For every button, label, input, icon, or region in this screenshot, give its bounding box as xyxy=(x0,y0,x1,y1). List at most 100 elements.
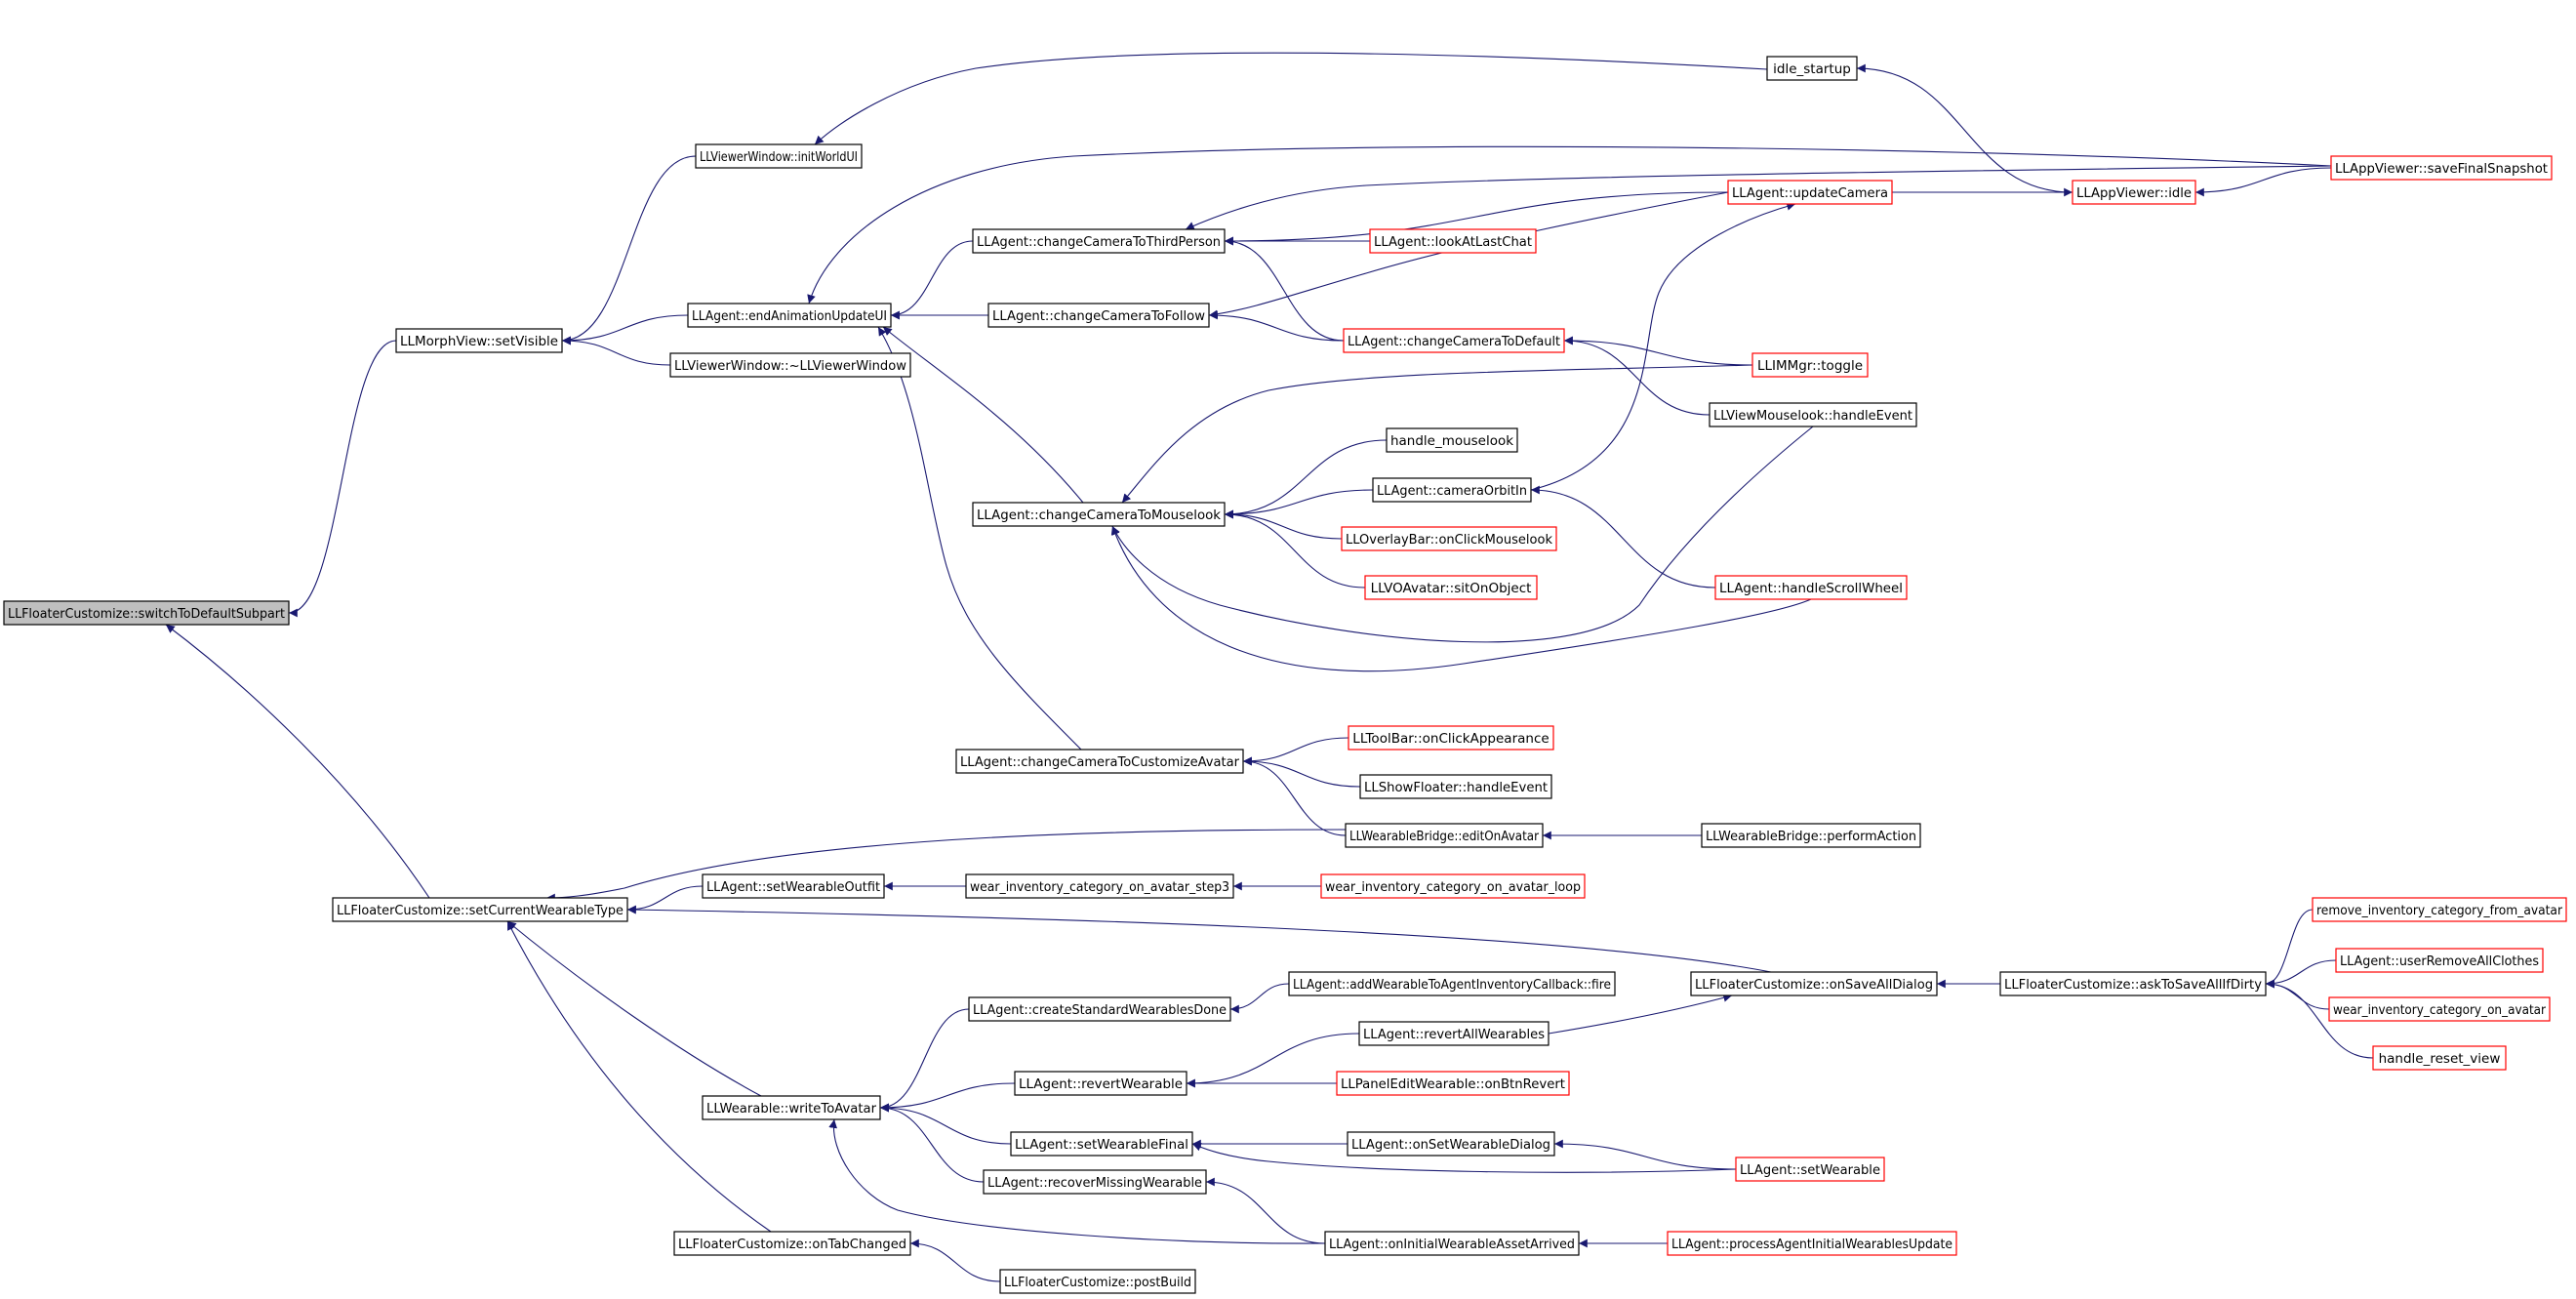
graph-node[interactable]: LLAgent::createStandardWearablesDone xyxy=(968,996,1231,1022)
graph-node[interactable]: LLAgent::lookAtLastChat xyxy=(1369,228,1537,254)
node-box[interactable] xyxy=(1727,180,1893,205)
graph-node[interactable]: wear_inventory_category_on_avatar_loop xyxy=(1320,873,1586,899)
graph-node[interactable]: handle_mouselook xyxy=(1386,427,1518,453)
graph-node[interactable]: LLWearableBridge::editOnAvatar xyxy=(1345,823,1544,848)
graph-node[interactable]: LLOverlayBar::onClickMouselook xyxy=(1341,526,1557,551)
node-box[interactable] xyxy=(1386,427,1518,453)
node-box[interactable] xyxy=(972,502,1226,527)
graph-node[interactable]: LLAgent::changeCameraToCustomizeAvatar xyxy=(955,749,1244,774)
graph-node[interactable]: LLAppViewer::saveFinalSnapshot xyxy=(2330,155,2553,181)
node-box[interactable] xyxy=(965,873,1234,899)
graph-node[interactable]: LLPanelEditWearable::onBtnRevert xyxy=(1336,1071,1570,1096)
node-box[interactable] xyxy=(1751,352,1869,378)
node-box[interactable] xyxy=(1999,971,2267,996)
graph-node[interactable]: LLFloaterCustomize::postBuild xyxy=(999,1269,1196,1294)
node-box[interactable] xyxy=(702,1095,881,1120)
graph-node[interactable]: LLAgent::onSetWearableDialog xyxy=(1347,1131,1555,1157)
node-box[interactable] xyxy=(1324,1231,1580,1256)
node-box[interactable] xyxy=(1359,774,1552,799)
graph-node[interactable]: LLAgent::changeCameraToFollow xyxy=(987,303,1210,328)
node-box[interactable] xyxy=(2330,155,2553,181)
graph-node[interactable]: LLShowFloater::handleEvent xyxy=(1359,774,1552,799)
graph-node[interactable]: LLAgent::cameraOrbitIn xyxy=(1372,477,1532,503)
node-box[interactable] xyxy=(673,1231,911,1256)
node-box[interactable] xyxy=(1690,971,1938,996)
node-box[interactable] xyxy=(1766,56,1858,81)
graph-node[interactable]: LLFloaterCustomize::askToSaveAllIfDirty xyxy=(1999,971,2267,996)
graph-node[interactable]: LLAgent::processAgentInitialWearablesUpd… xyxy=(1667,1231,1957,1256)
graph-node[interactable]: LLWearable::writeToAvatar xyxy=(702,1095,881,1120)
node-box[interactable] xyxy=(687,303,892,328)
node-box[interactable] xyxy=(955,749,1244,774)
node-box[interactable] xyxy=(1714,575,1908,600)
node-box[interactable] xyxy=(669,352,911,378)
graph-node[interactable]: LLFloaterCustomize::onTabChanged xyxy=(673,1231,911,1256)
node-box[interactable] xyxy=(2312,897,2567,922)
graph-node[interactable]: LLAgent::setWearable xyxy=(1735,1157,1885,1182)
graph-node[interactable]: LLAgent::userRemoveAllClothes xyxy=(2335,948,2544,973)
graph-node[interactable]: LLToolBar::onClickAppearance xyxy=(1348,725,1554,751)
graph-node[interactable]: LLFloaterCustomize::onSaveAllDialog xyxy=(1690,971,1938,996)
node-box[interactable] xyxy=(1288,971,1616,996)
graph-node[interactable]: LLAgent::handleScrollWheel xyxy=(1714,575,1908,600)
node-box[interactable] xyxy=(702,873,885,899)
node-box[interactable] xyxy=(1667,1231,1957,1256)
graph-node[interactable]: LLAgent::revertAllWearables xyxy=(1358,1021,1550,1046)
node-box[interactable] xyxy=(2328,996,2551,1022)
graph-node[interactable]: LLAgent::addWearableToAgentInventoryCall… xyxy=(1288,971,1616,996)
node-box[interactable] xyxy=(332,897,628,922)
graph-node[interactable]: handle_reset_view xyxy=(2372,1045,2507,1071)
node-box[interactable] xyxy=(1010,1131,1193,1157)
graph-node[interactable]: LLAgent::changeCameraToMouselook xyxy=(972,502,1226,527)
graph-node[interactable]: LLFloaterCustomize::setCurrentWearableTy… xyxy=(332,897,628,922)
node-box[interactable] xyxy=(695,143,863,169)
node-box[interactable] xyxy=(1348,725,1554,751)
graph-node[interactable]: LLViewMouselook::handleEvent xyxy=(1709,402,1917,427)
node-box[interactable] xyxy=(1701,823,1921,848)
node-box[interactable] xyxy=(1343,328,1565,353)
node-box[interactable] xyxy=(2372,1045,2507,1071)
node-box[interactable] xyxy=(1709,402,1917,427)
graph-node[interactable]: LLAgent::changeCameraToDefault xyxy=(1343,328,1565,353)
node-box[interactable] xyxy=(968,996,1231,1022)
node-box[interactable] xyxy=(1014,1071,1187,1096)
node-box[interactable] xyxy=(1372,477,1532,503)
graph-node[interactable]: LLAppViewer::idle xyxy=(2072,180,2196,205)
node-box[interactable] xyxy=(1341,526,1557,551)
node-box[interactable] xyxy=(1347,1131,1555,1157)
node-box[interactable] xyxy=(3,600,290,626)
graph-node[interactable]: LLAgent::revertWearable xyxy=(1014,1071,1187,1096)
graph-node[interactable]: LLAgent::endAnimationUpdateUI xyxy=(687,303,892,328)
graph-node[interactable]: LLMorphView::setVisible xyxy=(395,328,563,353)
node-box[interactable] xyxy=(395,328,563,353)
graph-node[interactable]: LLVOAvatar::sitOnObject xyxy=(1364,575,1538,600)
node-box[interactable] xyxy=(2335,948,2544,973)
node-box[interactable] xyxy=(972,228,1226,254)
node-box[interactable] xyxy=(2072,180,2196,205)
graph-node[interactable]: idle_startup xyxy=(1766,56,1858,81)
graph-node[interactable]: wear_inventory_category_on_avatar xyxy=(2328,996,2551,1022)
node-box[interactable] xyxy=(1320,873,1586,899)
node-box[interactable] xyxy=(1364,575,1538,600)
graph-node[interactable]: LLViewerWindow::~LLViewerWindow xyxy=(669,352,911,378)
node-box[interactable] xyxy=(983,1169,1207,1195)
graph-node[interactable]: LLAgent::setWearableOutfit xyxy=(702,873,885,899)
graph-node[interactable]: LLAgent::changeCameraToThirdPerson xyxy=(972,228,1226,254)
graph-node[interactable]: LLAgent::recoverMissingWearable xyxy=(983,1169,1207,1195)
node-box[interactable] xyxy=(1336,1071,1570,1096)
graph-node[interactable]: LLViewerWindow::initWorldUI xyxy=(695,143,863,169)
node-box[interactable] xyxy=(987,303,1210,328)
node-box[interactable] xyxy=(1735,1157,1885,1182)
graph-node[interactable]: LLAgent::setWearableFinal xyxy=(1010,1131,1193,1157)
node-box[interactable] xyxy=(999,1269,1196,1294)
graph-node[interactable]: LLAgent::updateCamera xyxy=(1727,180,1893,205)
graph-node[interactable]: LLIMMgr::toggle xyxy=(1751,352,1869,378)
graph-node[interactable]: remove_inventory_category_from_avatar xyxy=(2312,897,2567,922)
node-box[interactable] xyxy=(1369,228,1537,254)
graph-node[interactable]: wear_inventory_category_on_avatar_step3 xyxy=(965,873,1234,899)
node-box[interactable] xyxy=(1358,1021,1550,1046)
graph-node[interactable]: LLAgent::onInitialWearableAssetArrived xyxy=(1324,1231,1580,1256)
node-box[interactable] xyxy=(1345,823,1544,848)
graph-node[interactable]: LLWearableBridge::performAction xyxy=(1701,823,1921,848)
graph-node[interactable]: LLFloaterCustomize::switchToDefaultSubpa… xyxy=(3,600,290,626)
